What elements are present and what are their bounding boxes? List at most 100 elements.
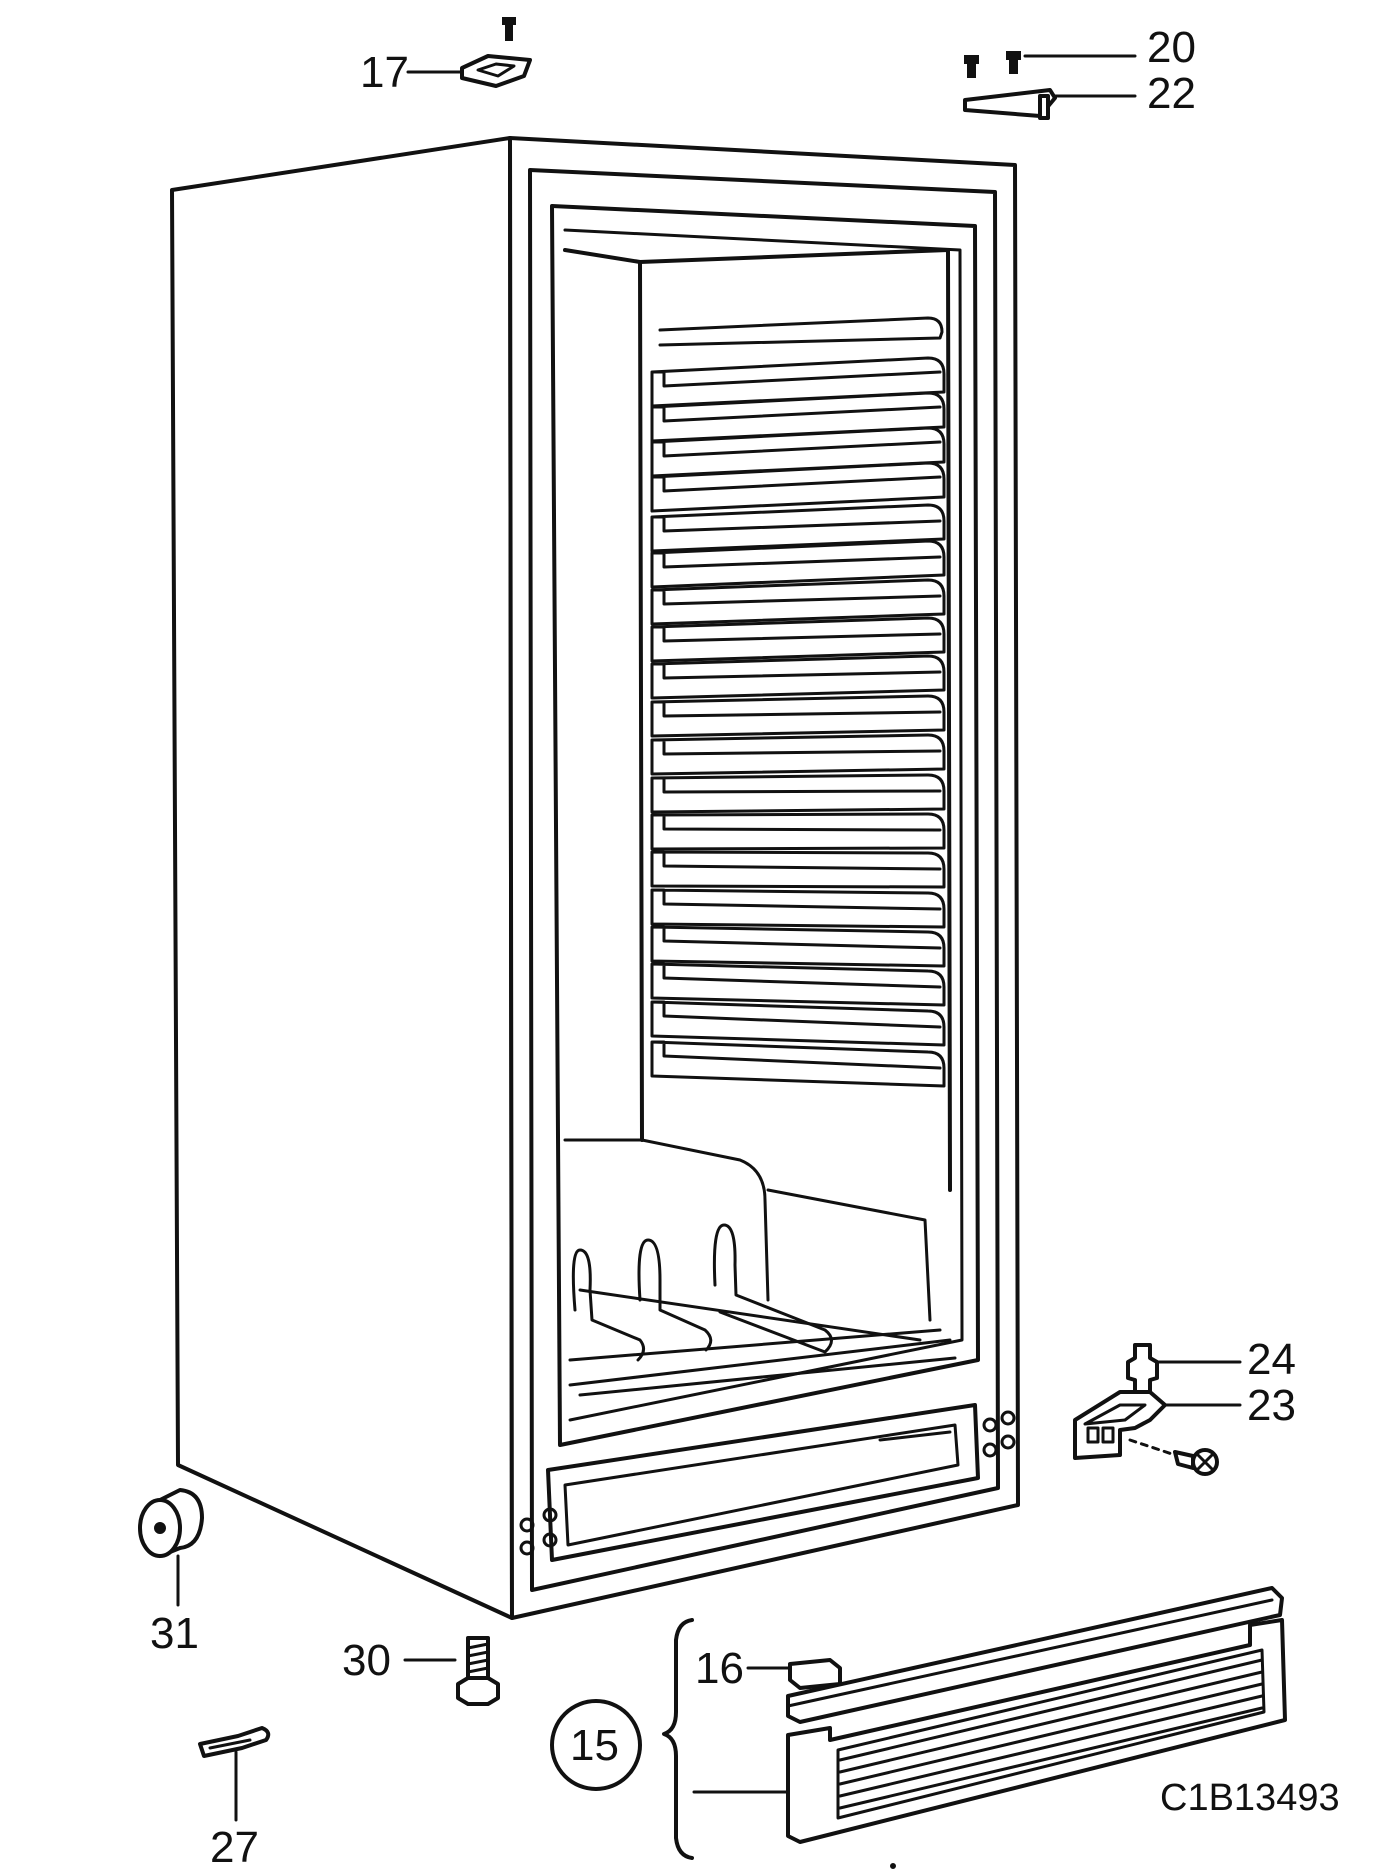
evaporator-shelf [650, 426, 946, 478]
callout-circle-15 [550, 1699, 642, 1791]
floor-rail [568, 1328, 942, 1362]
evaporator-shelf [650, 1000, 946, 1047]
evaporator-shelf [650, 812, 946, 851]
liner-inner-rim [563, 228, 964, 1422]
hinge-hole [542, 1532, 558, 1548]
evaporator-shelf [650, 616, 946, 663]
hinge-pin-icon [1126, 1343, 1159, 1397]
label-22: 22 [1147, 69, 1196, 118]
grille-top-strip [786, 1586, 1284, 1724]
evaporator-shelf [650, 356, 946, 408]
part-30-bolt [403, 1636, 500, 1706]
assembly-brace [662, 1618, 694, 1860]
speck [890, 1863, 896, 1869]
hinge-hole [982, 1442, 998, 1458]
grille-top-strip-edge [786, 1598, 1274, 1708]
evaporator-shelf [650, 654, 946, 700]
grille-slat [838, 1694, 1264, 1798]
grille-panel-icon [786, 1618, 1287, 1844]
foot-center [154, 1522, 166, 1534]
evaporator-shelf [650, 962, 946, 1007]
evaporator-shelf [650, 578, 946, 626]
kick-plate-outer [546, 1403, 980, 1562]
evaporator-shelf [650, 850, 946, 889]
bolt-nut [456, 1676, 500, 1706]
hinge-screw-shank [1173, 1450, 1195, 1470]
hinge-hole [519, 1517, 535, 1533]
label-20: 20 [1147, 23, 1196, 72]
bottom-coil [637, 1238, 713, 1352]
back-wall-left-edge [638, 260, 644, 1142]
evaporator-shelf [650, 391, 946, 443]
hinge-pin [1038, 94, 1050, 120]
screw-icon [1006, 51, 1021, 60]
screw-shank [505, 23, 513, 41]
bottom-coil [571, 1248, 645, 1362]
label-17: 17 [360, 48, 409, 97]
screw-shank [967, 62, 976, 78]
evaporator-shelf [650, 461, 946, 513]
evaporator-shelf [650, 773, 946, 814]
part-27-clip [198, 1726, 271, 1822]
floor-rail [578, 1288, 922, 1342]
hinge-slot [1086, 1426, 1100, 1444]
lower-hinge-detail [1083, 1403, 1147, 1426]
bottom-coil [712, 1223, 833, 1354]
evaporator-shelf [650, 888, 946, 929]
kick-plate-inner [563, 1423, 960, 1547]
cabinet-side-panel [170, 136, 514, 1620]
cabinet-front-frame [508, 136, 1020, 1620]
grille-clip-icon [788, 1658, 842, 1690]
back-wall-right-rail [766, 1188, 932, 1322]
hinge-hole [542, 1507, 558, 1523]
kick-plate-detail [878, 1430, 952, 1442]
bottom-coils [568, 1223, 957, 1397]
screw-shank [1009, 58, 1018, 74]
grille-slat [838, 1706, 1264, 1810]
label-24: 24 [1247, 1335, 1296, 1384]
label-30: 30 [342, 1636, 391, 1685]
kick-plate-window [519, 1403, 1016, 1562]
evaporator-shelf [650, 925, 946, 968]
liner-opening [550, 204, 980, 1447]
evaporator-shelf [650, 694, 946, 738]
grille-slat [838, 1682, 1264, 1786]
hinge-hole [1000, 1410, 1016, 1426]
liner-back-wall [563, 248, 952, 1192]
evaporator-shelf [650, 733, 946, 776]
hinge-slot [1101, 1426, 1115, 1444]
front-frame-inner-edge [528, 168, 1000, 1592]
evaporator-shelf [650, 1040, 946, 1088]
top-cap-detail [476, 62, 516, 78]
evaporator-shelf [650, 539, 946, 589]
label-23: 23 [1247, 1381, 1296, 1430]
part-15-16-grille-assembly [550, 1586, 1287, 1860]
label-31: 31 [150, 1609, 199, 1658]
label-15: 15 [570, 1721, 619, 1770]
grille-panel-inner [836, 1648, 1266, 1820]
hinge-hole [1000, 1434, 1016, 1450]
part-17-top-cap [406, 17, 532, 88]
part-23-24-lower-hinge [1073, 1343, 1242, 1476]
hinge-screw-cross [1196, 1453, 1214, 1471]
hinge-hole [519, 1540, 535, 1556]
grille-slat [838, 1670, 1264, 1774]
callout-labels: 17 20 22 24 23 31 30 27 16 15 C1B13493 [150, 23, 1340, 1871]
back-wall-bottom-curve [640, 1138, 770, 1302]
hinge-screw-axis [1128, 1438, 1177, 1457]
floor-rail [578, 1356, 957, 1397]
grille-slat [838, 1658, 1264, 1762]
floor-rail [568, 1338, 952, 1387]
top-cap-icon [460, 54, 532, 88]
part-20-22-hinge-bracket [963, 51, 1137, 120]
hinge-hole [982, 1417, 998, 1433]
bolt-thread [466, 1642, 490, 1674]
part-31-foot [138, 1488, 204, 1607]
evaporator-shelf-tubes [650, 316, 946, 1088]
label-27: 27 [210, 1823, 259, 1871]
drawing-code: C1B13493 [1160, 1777, 1340, 1819]
label-16: 16 [695, 1644, 744, 1693]
screw-icon [964, 55, 979, 64]
